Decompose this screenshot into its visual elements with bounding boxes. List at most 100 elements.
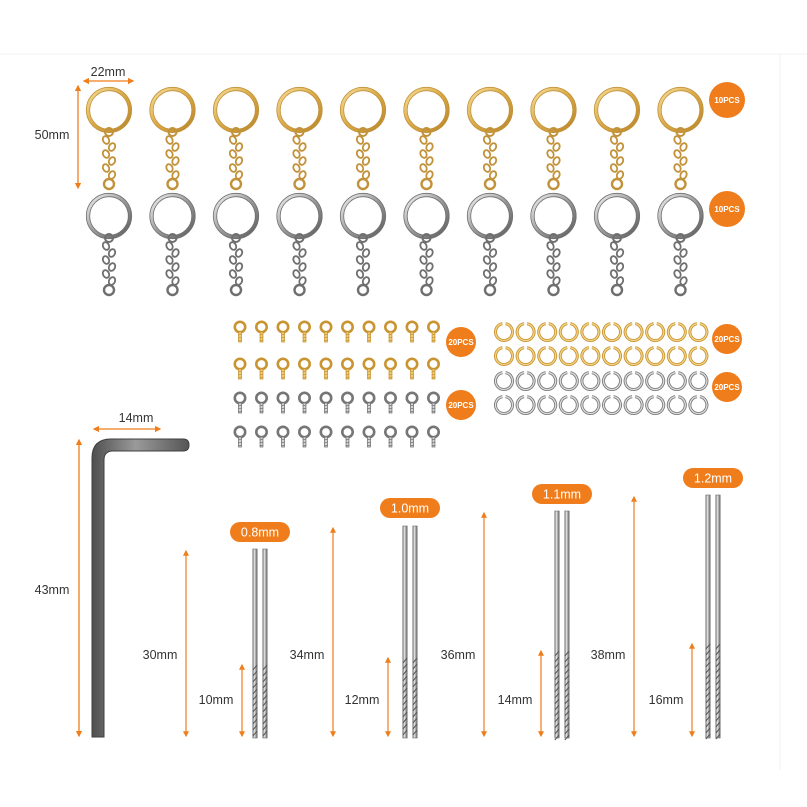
keychain-gold xyxy=(339,86,387,191)
keychain-section: 22mm 50mm 10PCS 10PCS xyxy=(35,65,745,297)
keychain-silver xyxy=(530,192,577,297)
screw-eye-silver xyxy=(233,391,247,414)
screw-eye-gold xyxy=(362,357,376,380)
jump-ring-silver xyxy=(602,395,622,415)
jump-ring-gold xyxy=(494,346,514,366)
hex-wrench-section: 14mm 43mm xyxy=(35,411,190,738)
drill-bit xyxy=(715,494,721,740)
drill-bit xyxy=(564,510,570,741)
screw-eye-silver xyxy=(362,425,376,448)
screw-eye-gold xyxy=(276,357,290,380)
screw-eye-gold xyxy=(426,320,440,343)
drill-flute-dimension: 12mm xyxy=(345,656,391,738)
count-badge-jump-ring-gold: 20PCS xyxy=(712,324,742,354)
jump-ring-section: 20PCS 20PCS xyxy=(494,322,742,415)
jump-ring-silver xyxy=(580,371,601,391)
keychain-silver xyxy=(466,192,514,297)
drill-size-badge: 1.0mm xyxy=(380,498,440,518)
jump-ring-gold xyxy=(602,322,622,342)
drill-bit-section: 0.8mm30mm10mm1.0mm34mm12mm1.1mm36mm14mm1… xyxy=(143,468,743,741)
drill-flute-label: 16mm xyxy=(649,693,684,707)
drill-flute-label: 14mm xyxy=(498,693,533,707)
keychain-gold xyxy=(403,86,450,191)
drill-bit xyxy=(705,494,711,740)
screw-eye-gold xyxy=(297,320,311,343)
screw-eye-silver xyxy=(297,425,311,448)
jump-ring-silver xyxy=(558,371,579,391)
hex-wrench-width-dimension: 14mm xyxy=(92,411,162,433)
drill-size-badge: 0.8mm xyxy=(230,522,290,542)
screw-eye-gold xyxy=(233,320,247,343)
jump-ring-silver xyxy=(623,395,644,415)
jump-ring-gold xyxy=(515,346,536,366)
screw-eye-silver xyxy=(426,391,440,414)
drill-length-dimension: 34mm xyxy=(290,526,336,738)
drill-length-dimension: 36mm xyxy=(441,511,487,738)
jump-ring-gold xyxy=(515,322,536,342)
jump-ring-silver xyxy=(688,395,709,415)
keychain-silver xyxy=(339,192,387,297)
jump-ring-gold xyxy=(623,322,644,342)
count-badge-text: 20PCS xyxy=(714,335,740,344)
screw-eye-silver xyxy=(405,425,419,448)
drill-size-badge: 1.1mm xyxy=(532,484,592,504)
keychain-height-label: 50mm xyxy=(35,128,70,142)
jump-ring-silver xyxy=(494,395,514,415)
jump-ring-silver xyxy=(623,371,644,391)
drill-flute-dimension: 10mm xyxy=(199,663,245,738)
screw-eye-silver xyxy=(276,425,290,448)
drill-bit-group: 0.8mm 30mm 10mm xyxy=(143,522,290,739)
screw-eye-section: 20PCS 20PCS xyxy=(233,320,476,448)
screw-eye-silver xyxy=(297,391,311,414)
screw-eye-gold xyxy=(233,357,247,380)
drill-size-badge: 1.2mm xyxy=(683,468,743,488)
screw-eye-gold xyxy=(276,320,290,343)
drill-bit xyxy=(412,525,418,739)
screw-eye-silver xyxy=(233,425,247,448)
keychain-silver xyxy=(403,192,450,297)
screw-eye-silver xyxy=(426,425,440,448)
keychain-silver xyxy=(657,192,704,297)
keychain-silver xyxy=(212,192,260,297)
jump-ring-silver xyxy=(494,371,514,391)
hex-wrench xyxy=(91,438,190,738)
hex-wrench-height-label: 43mm xyxy=(35,583,70,597)
jump-ring-silver xyxy=(515,371,536,391)
jump-ring-silver xyxy=(515,395,536,415)
drill-length-label: 30mm xyxy=(143,648,178,662)
screw-eye-gold xyxy=(383,357,397,380)
count-badge-jump-ring-silver: 20PCS xyxy=(712,372,742,402)
jump-ring-gold xyxy=(537,346,558,366)
count-badge-text: 20PCS xyxy=(448,338,474,347)
screw-eye-gold xyxy=(426,357,440,380)
jump-ring-silver xyxy=(537,395,558,415)
keychain-silver xyxy=(593,192,641,297)
jump-ring-gold xyxy=(645,346,666,366)
jump-ring-gold xyxy=(623,346,644,366)
screw-eye-gold xyxy=(340,357,354,380)
drill-flute-label: 10mm xyxy=(199,693,234,707)
jump-ring-gold xyxy=(688,322,709,342)
screw-eye-silver xyxy=(340,391,354,414)
jump-ring-gold xyxy=(645,322,666,342)
screw-eye-silver xyxy=(276,391,290,414)
count-badge-screw-eye-gold: 20PCS xyxy=(446,327,476,357)
screw-eye-gold xyxy=(319,357,333,380)
jump-ring-silver xyxy=(645,371,666,391)
jump-ring-silver xyxy=(558,395,579,415)
count-badge-text: 10PCS xyxy=(714,205,740,214)
keychain-gold xyxy=(85,86,133,191)
screw-eye-silver xyxy=(319,425,333,448)
screw-eye-silver xyxy=(362,391,376,414)
jump-ring-gold xyxy=(666,322,687,342)
jump-ring-silver xyxy=(580,395,601,415)
screw-eye-silver xyxy=(383,391,397,414)
screw-eye-gold xyxy=(254,320,268,343)
jump-ring-gold xyxy=(580,322,601,342)
drill-bit-group: 1.1mm 36mm 14mm xyxy=(441,484,592,741)
jump-ring-silver xyxy=(666,371,687,391)
keychain-gold xyxy=(657,86,704,191)
screw-eye-silver xyxy=(254,425,268,448)
